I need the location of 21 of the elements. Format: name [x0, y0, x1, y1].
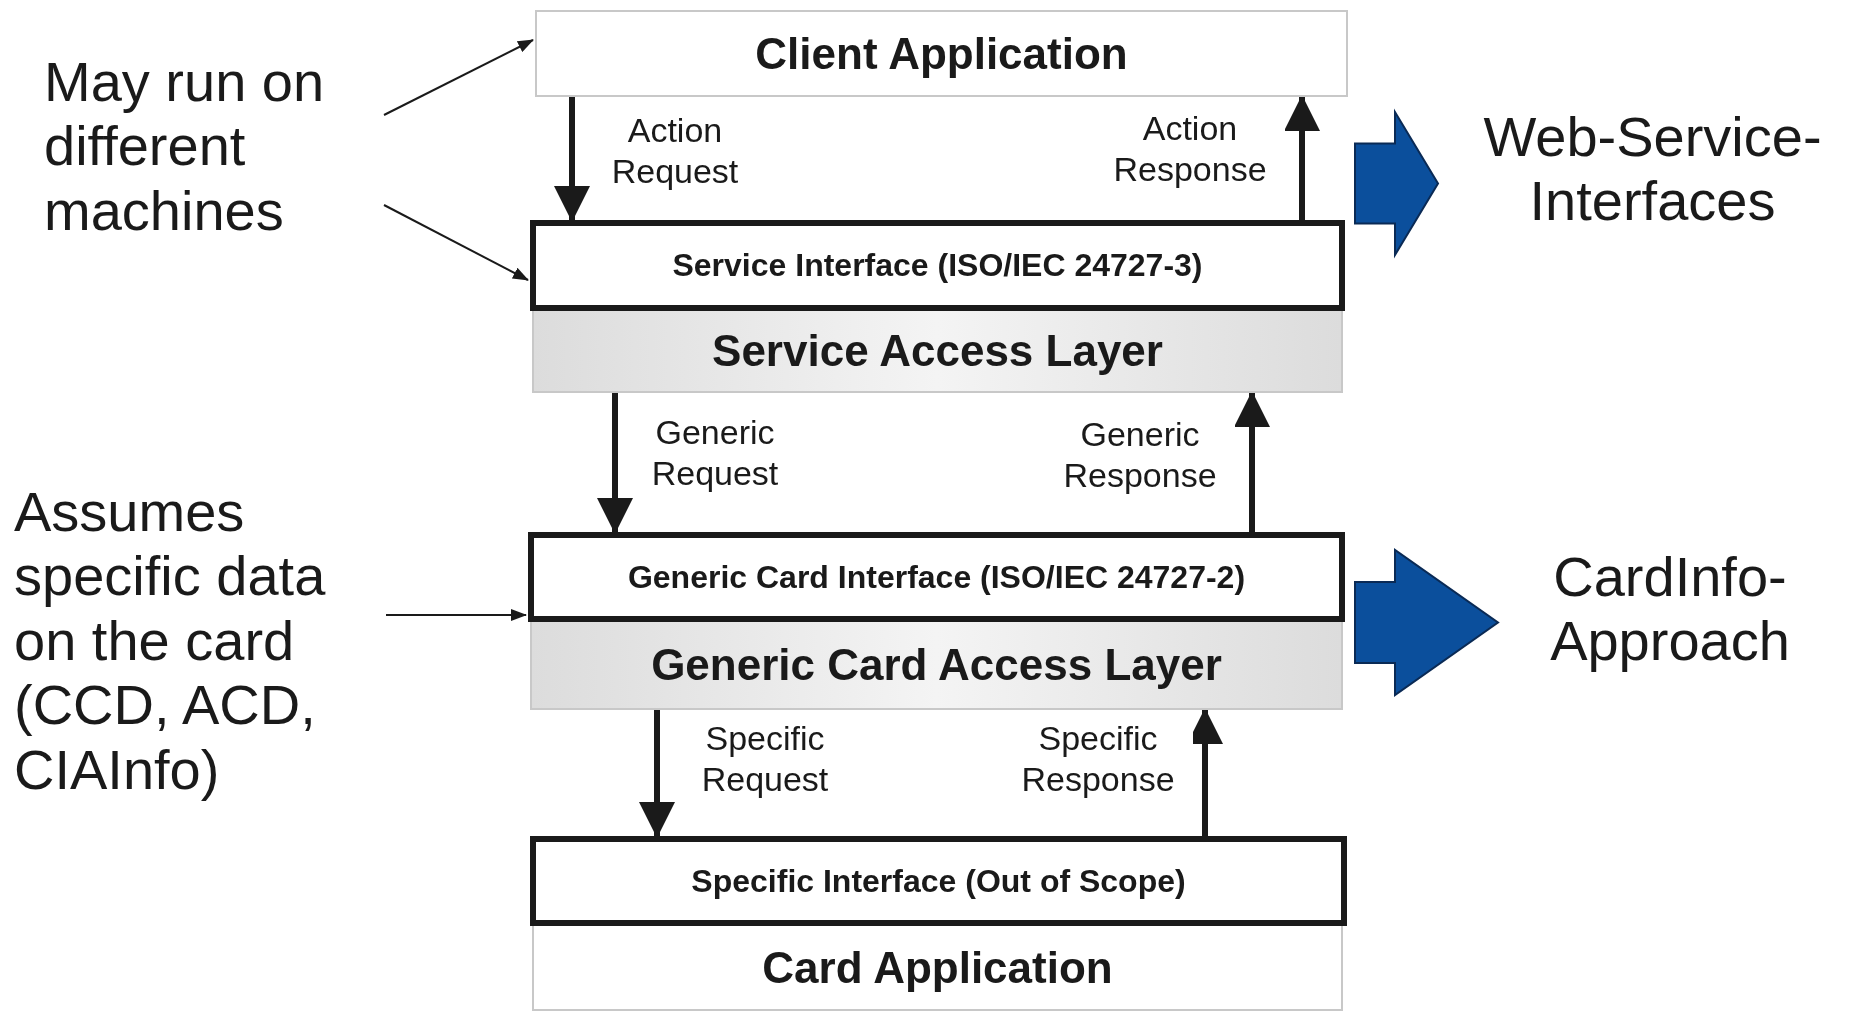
- note-text: May run on different machines: [44, 50, 384, 244]
- interface-box: Specific Interface (Out of Scope): [530, 836, 1347, 926]
- block-arrow: [1354, 108, 1440, 259]
- arrow: [639, 710, 675, 838]
- layer-band: Service Access Layer: [532, 311, 1343, 393]
- arrow: [1234, 391, 1270, 532]
- note-text: Web-Service-Interfaces: [1440, 105, 1865, 234]
- arrow: [554, 97, 590, 222]
- interface-box: Generic Card Interface (ISO/IEC 24727-2): [528, 532, 1345, 622]
- arrow: [383, 204, 529, 281]
- arrow: [385, 609, 527, 621]
- note-text: CardInfo-Approach: [1500, 545, 1840, 674]
- arrow: [597, 393, 633, 534]
- arrow: [383, 39, 534, 116]
- application-box: Card Application: [532, 926, 1343, 1011]
- layer-band: Generic Card Access Layer: [530, 622, 1343, 710]
- arrow: [1284, 95, 1320, 220]
- note-text: Assumes specific data on the card (CCD, ACD, CIAInfo): [14, 480, 386, 802]
- interface-box: Service Interface (ISO/IEC 24727-3): [530, 220, 1345, 311]
- application-box: Client Application: [535, 10, 1348, 97]
- block-arrow: [1354, 548, 1500, 697]
